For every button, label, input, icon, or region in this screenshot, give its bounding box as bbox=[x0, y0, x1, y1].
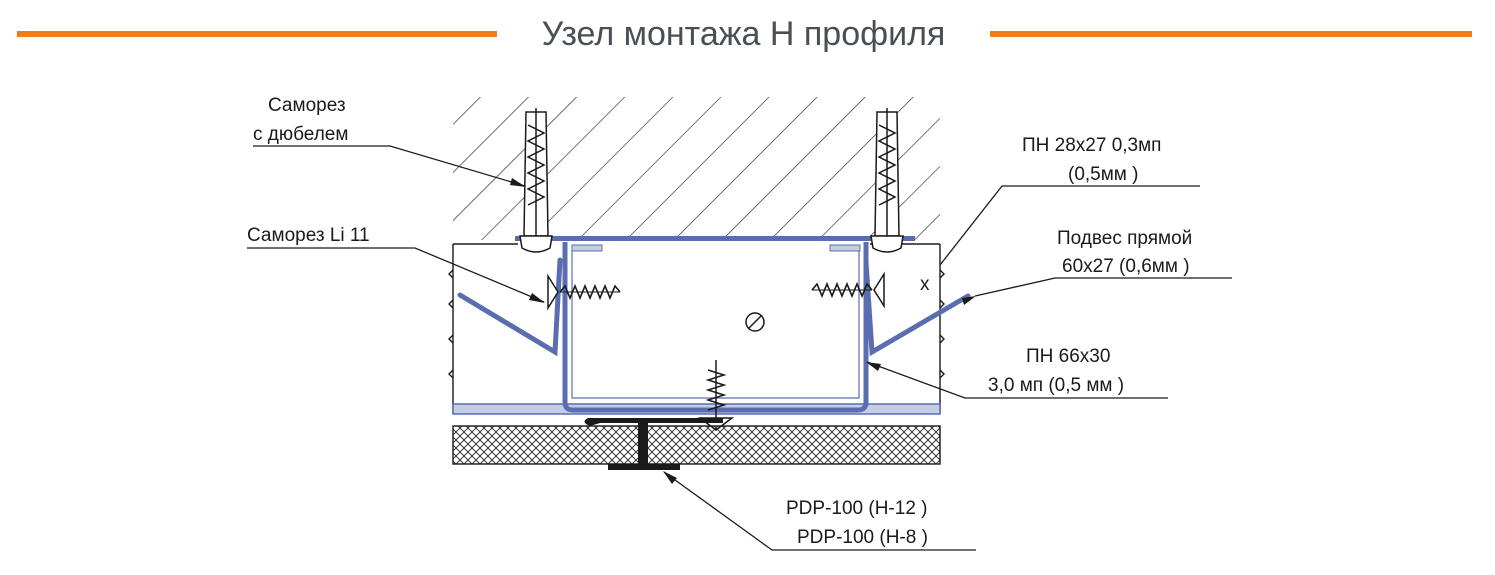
label-hanger-2: 60х27 (0,6мм ) bbox=[1062, 256, 1190, 277]
pn28-profile bbox=[515, 236, 915, 241]
screw-li11-right bbox=[811, 271, 885, 309]
label-screw-dowel-2: с дюбелем bbox=[253, 124, 348, 145]
center-mark bbox=[745, 312, 765, 332]
label-pn66-1: ПН 66х30 bbox=[1026, 346, 1110, 367]
label-screw-dowel-1: Саморез bbox=[268, 95, 346, 116]
leader-arrows bbox=[510, 178, 976, 484]
label-pn28-2: (0,5мм ) bbox=[1068, 164, 1138, 185]
label-pdp-1: PDP-100 (H-12 ) bbox=[786, 498, 928, 519]
screw-dowel-right bbox=[870, 108, 904, 253]
page-title: Узел монтажа Н профиля bbox=[541, 15, 946, 53]
label-screw-li11: Саморез Li 11 bbox=[247, 225, 370, 246]
pdp-h-profile bbox=[584, 418, 723, 470]
label-hanger-1: Подвес прямой bbox=[1057, 228, 1192, 249]
header: Узел монтажа Н профиля bbox=[0, 0, 1495, 70]
label-pdp-2: PDP-100 (H-8 ) bbox=[797, 527, 928, 548]
screw-dowel-left bbox=[519, 108, 553, 253]
title-rule-left bbox=[17, 31, 497, 37]
label-pn66-2: 3,0 мп (0,5 мм ) bbox=[988, 375, 1124, 396]
x-mark: x bbox=[920, 274, 930, 295]
insulation-layer bbox=[452, 425, 941, 465]
leader-lines bbox=[247, 145, 1232, 551]
hangers bbox=[457, 257, 971, 357]
label-pn28-1: ПН 28х27 0,3мп bbox=[1022, 135, 1161, 156]
title-rule-right bbox=[990, 31, 1472, 37]
screw-li11-left bbox=[547, 273, 621, 311]
